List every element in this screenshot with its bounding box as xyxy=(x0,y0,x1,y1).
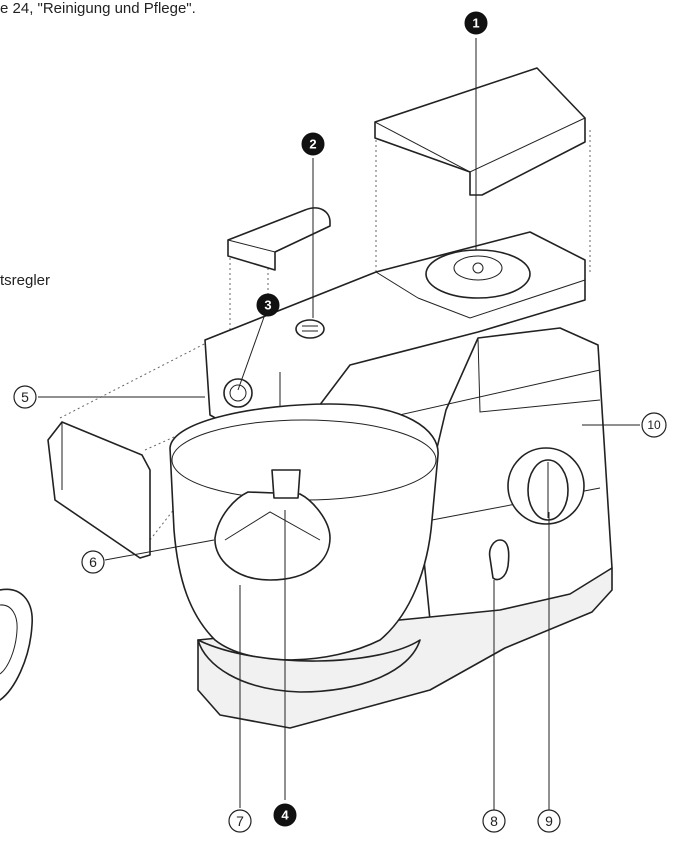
callout-6: 6 xyxy=(81,550,105,574)
speed-control-knob xyxy=(507,447,585,525)
mixer-head xyxy=(204,231,601,456)
text-fragment-speed-control: tsregler xyxy=(0,272,51,289)
leader-lines xyxy=(38,38,640,810)
svg-text:1: 1 xyxy=(472,16,479,31)
mixing-tool xyxy=(214,469,331,581)
text-fragment-top: e 24, "Reinigung und Pflege". xyxy=(0,0,196,17)
svg-text:7: 7 xyxy=(236,813,244,829)
callout-9: 9 xyxy=(537,809,561,833)
head-release-lever xyxy=(488,539,510,581)
cropped-tool-left xyxy=(0,588,33,701)
slow-speed-outlet-cover xyxy=(47,421,151,559)
callout-8: 8 xyxy=(482,809,506,833)
svg-text:2: 2 xyxy=(309,137,316,152)
callout-4: 4 xyxy=(273,803,297,827)
svg-text:8: 8 xyxy=(490,813,498,829)
svg-text:5: 5 xyxy=(21,389,29,405)
svg-text:9: 9 xyxy=(545,813,553,829)
medium-speed-outlet-cover xyxy=(227,207,331,271)
svg-text:4: 4 xyxy=(281,808,289,823)
callout-5: 5 xyxy=(13,385,37,409)
svg-text:3: 3 xyxy=(264,298,271,313)
callout-3: 3 xyxy=(256,293,280,317)
callout-10: 10 xyxy=(641,412,667,438)
callout-7: 7 xyxy=(228,809,252,833)
high-speed-outlet-cover xyxy=(374,67,586,196)
callout-2: 2 xyxy=(301,132,325,156)
svg-text:10: 10 xyxy=(647,418,661,432)
callout-1: 1 xyxy=(464,11,488,35)
svg-text:6: 6 xyxy=(89,554,97,570)
